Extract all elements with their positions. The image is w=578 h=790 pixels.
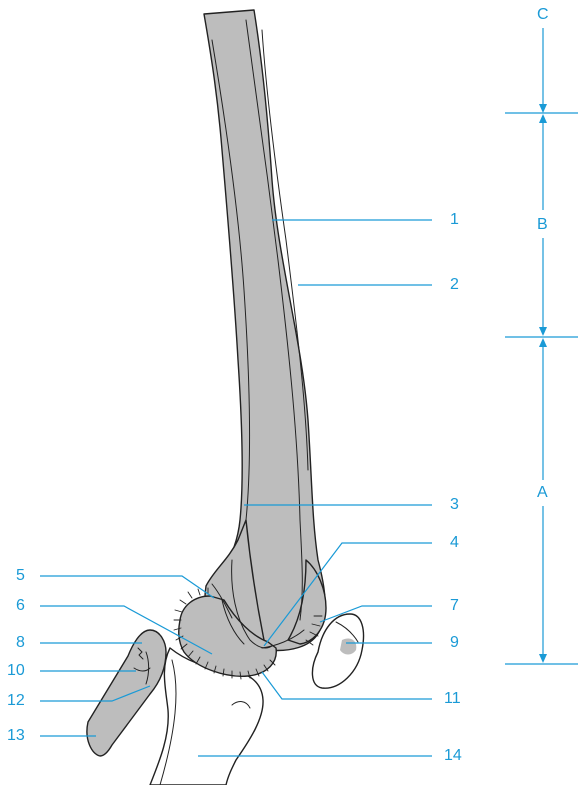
label-2: 2 bbox=[450, 276, 459, 294]
label-12: 12 bbox=[7, 692, 25, 710]
label-11: 11 bbox=[444, 690, 461, 708]
region-label-b: B bbox=[537, 216, 548, 234]
region-b-arrow-up bbox=[539, 114, 547, 123]
region-b-arrow-down bbox=[539, 327, 547, 336]
bone-illustration bbox=[87, 10, 364, 785]
label-1: 1 bbox=[450, 211, 459, 229]
radius-shaft-13 bbox=[87, 630, 166, 756]
region-label-c: C bbox=[537, 6, 549, 24]
region-a-arrow-up bbox=[539, 338, 547, 347]
region-c-arrow bbox=[539, 104, 547, 113]
label-8: 8 bbox=[16, 634, 25, 652]
label-4: 4 bbox=[450, 534, 459, 552]
label-9: 9 bbox=[450, 634, 459, 652]
label-13: 13 bbox=[7, 727, 25, 745]
label-14: 14 bbox=[444, 747, 462, 765]
region-a-arrow-down bbox=[539, 654, 547, 663]
label-5: 5 bbox=[16, 567, 25, 585]
label-3: 3 bbox=[450, 496, 459, 514]
label-6: 6 bbox=[16, 597, 25, 615]
label-10: 10 bbox=[7, 662, 25, 680]
leader-5 bbox=[40, 576, 214, 598]
region-scale bbox=[505, 28, 578, 664]
carpal-bone-9-shading bbox=[340, 638, 356, 654]
label-7: 7 bbox=[450, 597, 459, 615]
region-label-a: A bbox=[537, 484, 548, 502]
